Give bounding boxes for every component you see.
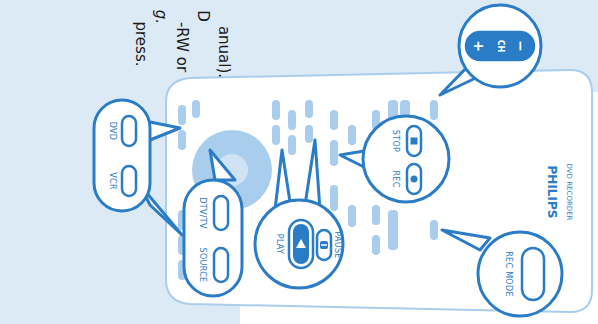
button-shape <box>466 32 534 60</box>
remote-button <box>192 100 200 118</box>
remote-button <box>288 110 296 130</box>
remote-button <box>372 235 380 255</box>
brand-name: PHILIPS <box>546 166 558 219</box>
page-text: anual). <box>216 26 231 78</box>
bubble-shape <box>92 98 152 213</box>
callout-bubble: SOURCE DTV/TV <box>182 178 244 298</box>
remote-button <box>272 125 280 145</box>
bubble-shape <box>476 230 564 318</box>
callout-tail <box>210 150 235 180</box>
pause-icon <box>321 244 327 246</box>
bubble-outline <box>255 200 343 288</box>
remote-button <box>178 105 186 125</box>
bubble-shape <box>182 178 244 298</box>
button-label: + <box>472 40 486 52</box>
remote-button <box>430 100 438 120</box>
button-shape <box>214 196 228 230</box>
button-label: PAUSE <box>333 231 341 258</box>
button-label: REC MODE <box>504 251 512 297</box>
button-label: PLAY <box>275 234 283 254</box>
button-shape <box>407 164 421 194</box>
remote-button <box>330 140 338 166</box>
button-label: DTV/TV <box>198 197 206 228</box>
button-label: − <box>514 40 528 52</box>
remote-button <box>388 210 398 250</box>
page-text: press. <box>133 21 148 66</box>
remote-button <box>305 125 313 143</box>
rec-icon <box>411 176 418 183</box>
remote-button <box>372 205 380 225</box>
bubble-outline <box>478 232 562 316</box>
model-name: DVD RECORDER <box>565 164 572 221</box>
button-label: REC <box>391 170 399 187</box>
bubble-outline <box>363 116 449 202</box>
remote-button <box>348 125 356 145</box>
button-shape <box>522 248 544 300</box>
stop-icon <box>411 138 418 145</box>
pause-icon <box>320 241 328 249</box>
remote-button <box>272 100 280 120</box>
page-text: g. <box>153 10 168 24</box>
button-label: CH <box>496 40 504 53</box>
button-shape <box>214 248 228 282</box>
play-icon <box>296 239 306 248</box>
bubble-shape <box>361 114 451 204</box>
bubble-outline <box>94 100 150 211</box>
remote-button <box>288 135 296 155</box>
button-label: SOURCE <box>198 248 206 283</box>
button-label: VCR <box>108 172 116 190</box>
page-text: D <box>195 10 210 22</box>
button-shape <box>407 126 421 156</box>
remote-body <box>166 70 592 312</box>
callout-bubble: PLAY PAUSE <box>253 198 345 290</box>
remote-button <box>305 100 313 118</box>
play-button <box>293 224 309 264</box>
button-shape <box>122 116 136 146</box>
button-shape <box>289 220 313 268</box>
button-label: STOP <box>391 130 399 152</box>
bubble-shape <box>253 198 345 290</box>
callout-bubble: REC MODE <box>476 230 564 318</box>
bubble-outline <box>184 180 242 296</box>
button-shape <box>122 166 136 196</box>
remote-button <box>348 205 356 227</box>
page-text: -RW or <box>174 22 189 72</box>
remote-button <box>178 130 186 150</box>
callout-bubble: STOP REC <box>361 114 451 204</box>
remote-button <box>430 220 438 240</box>
callout-bubble: + CH− <box>457 3 543 89</box>
callout-bubble: DVD VCR <box>92 98 152 213</box>
button-label: DVD <box>108 122 116 141</box>
bubble-outline <box>459 5 541 87</box>
button-shape <box>317 230 331 260</box>
remote-button <box>330 110 338 130</box>
remote-button <box>330 185 338 211</box>
callout-tail <box>442 230 490 250</box>
